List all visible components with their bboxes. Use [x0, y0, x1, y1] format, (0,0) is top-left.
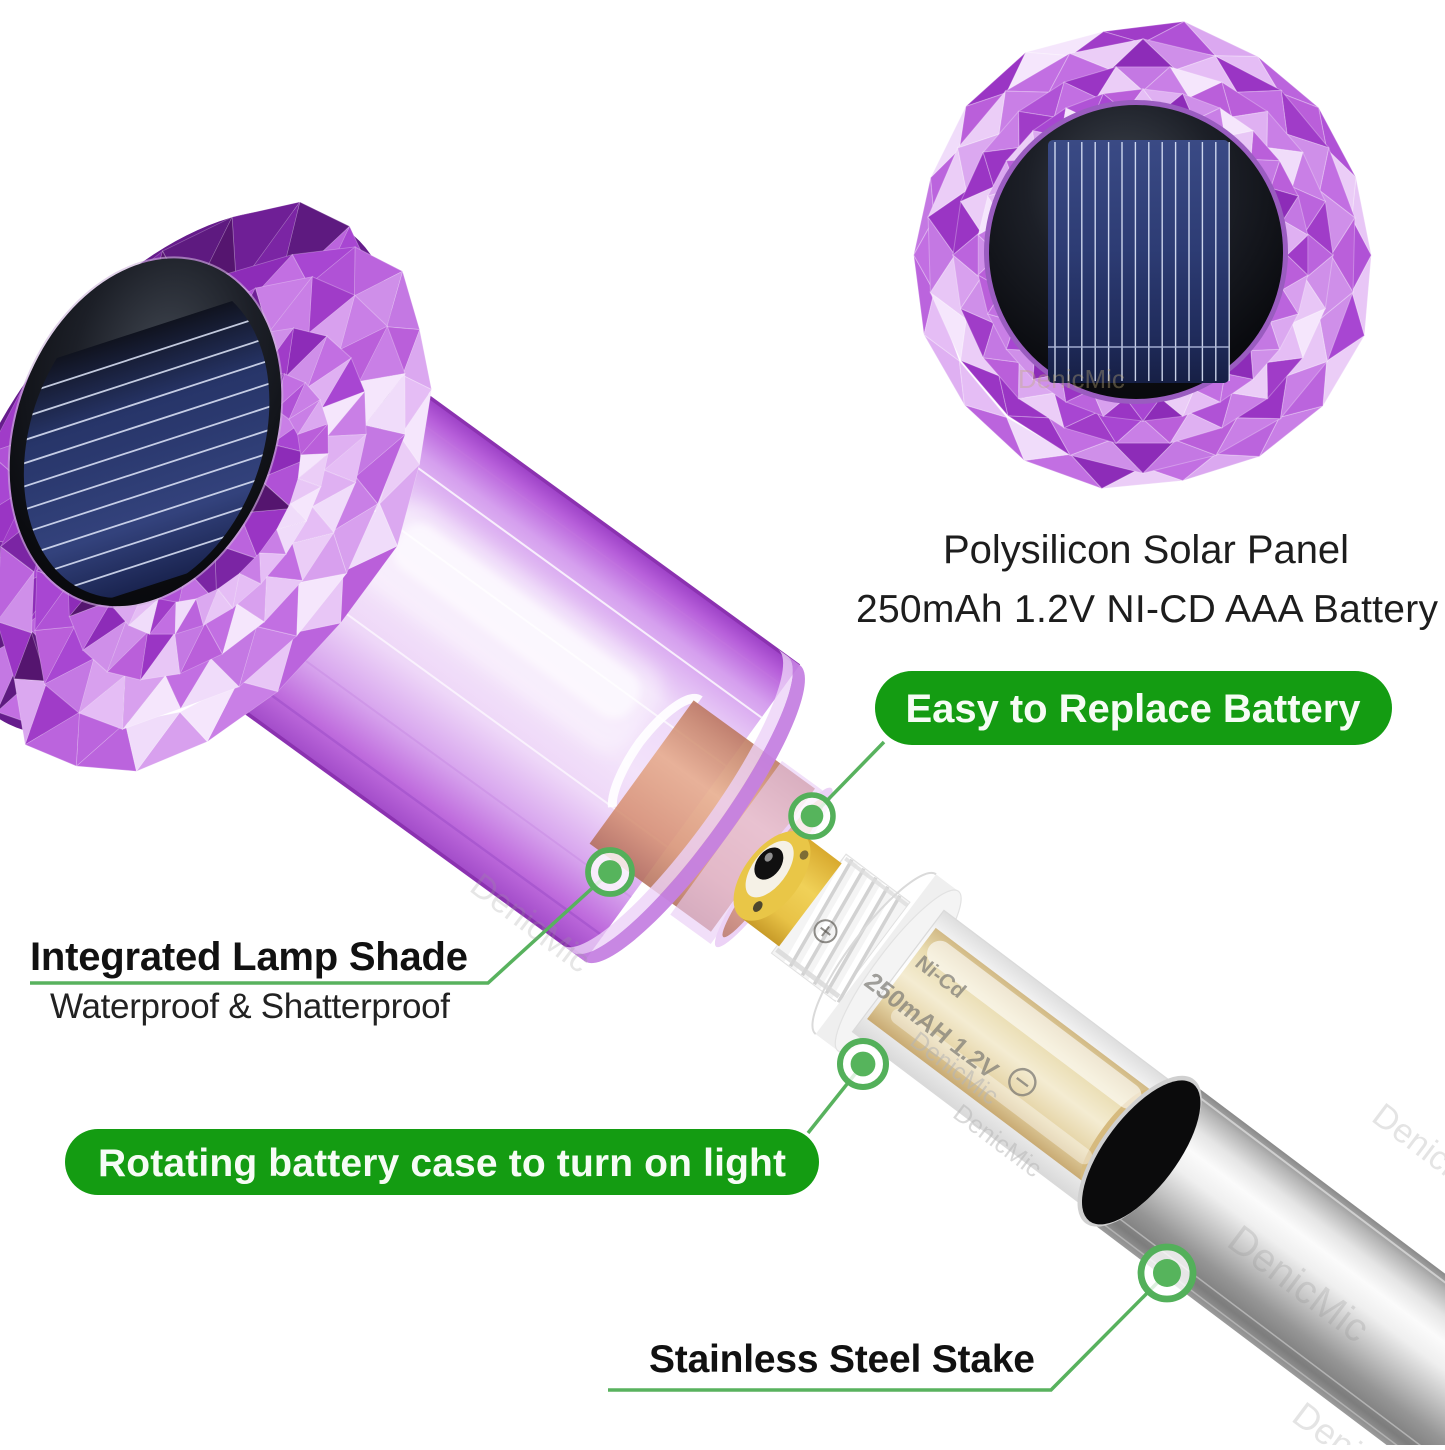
svg-text:250mAh 1.2V NI-CD AAA Battery: 250mAh 1.2V NI-CD AAA Battery — [856, 588, 1439, 631]
svg-text:Polysilicon Solar Panel: Polysilicon Solar Panel — [943, 528, 1349, 572]
svg-text:Rotating battery case to turn: Rotating battery case to turn on light — [98, 1142, 786, 1185]
svg-text:Easy to Replace Battery: Easy to Replace Battery — [906, 687, 1362, 731]
svg-text:Integrated Lamp Shade: Integrated Lamp Shade — [30, 935, 468, 979]
svg-text:Stainless Steel Stake: Stainless Steel Stake — [649, 1338, 1035, 1381]
svg-text:DenicMic: DenicMic — [1018, 364, 1125, 394]
svg-text:Waterproof & Shatterproof: Waterproof & Shatterproof — [50, 987, 450, 1026]
